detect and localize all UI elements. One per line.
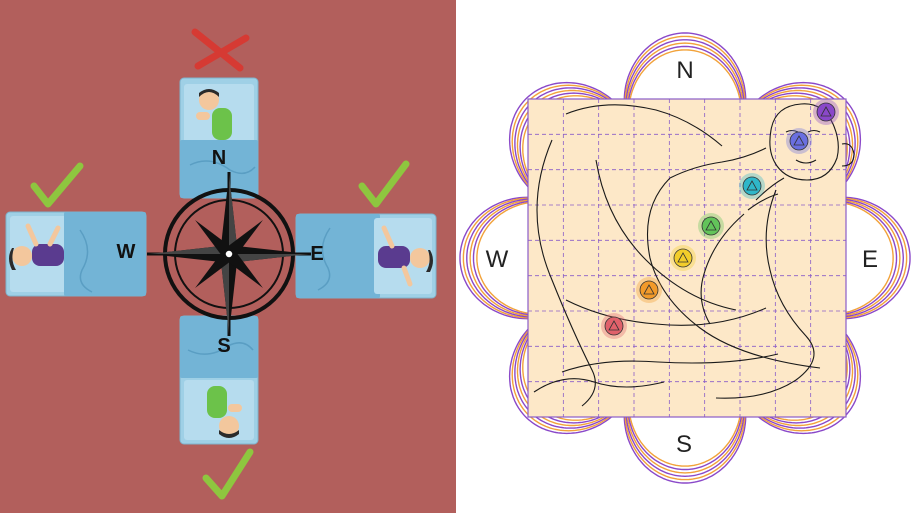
sleep-direction-panel: N S <box>0 0 456 513</box>
compass-rose-icon <box>147 172 311 336</box>
lotus-petal-outline <box>459 32 911 484</box>
mandala-south-label: S <box>676 431 692 458</box>
seated-figure-outline <box>533 103 855 407</box>
sleeping-person-icon <box>196 89 232 140</box>
vastu-mandala-panel: N S E W <box>456 0 912 513</box>
petal-ring <box>462 35 908 481</box>
check-icon <box>358 160 410 208</box>
bed-south: S <box>179 315 259 445</box>
chakra-throat-icon <box>739 173 765 199</box>
mandala-east-label: E <box>862 246 878 273</box>
cross-icon <box>191 28 250 72</box>
sleeping-person-icon <box>378 225 433 287</box>
chakra-sacral-icon <box>636 277 662 303</box>
bed-east-label: E <box>310 243 323 265</box>
vastu-grid-lines <box>528 99 846 417</box>
chakra-solar-plexus-icon <box>670 245 696 271</box>
bed-south-label: S <box>217 335 230 357</box>
bed-west-label: W <box>117 241 136 263</box>
sleeping-person-icon <box>207 386 242 438</box>
bed-north: N <box>179 77 259 199</box>
bed-west: W <box>5 211 147 297</box>
check-icon <box>30 162 84 208</box>
petal-ring <box>472 45 898 471</box>
bed-east: E <box>295 213 437 299</box>
chakra-root-icon <box>601 313 627 339</box>
chakra-heart-icon <box>698 213 724 239</box>
petal-ring <box>459 32 911 484</box>
chakra-crown-icon <box>813 99 839 125</box>
check-icon <box>202 448 254 500</box>
sleep-direction-diagram: N S <box>5 28 437 500</box>
chakra-points <box>601 99 839 339</box>
petal-ring <box>469 42 901 474</box>
chakra-third-eye-icon <box>786 128 812 154</box>
sleeping-person-icon <box>9 223 64 270</box>
vastu-mandala: N S E W <box>459 32 911 484</box>
mandala-north-label: N <box>676 57 693 84</box>
bed-north-label: N <box>212 147 226 169</box>
mandala-west-label: W <box>486 246 509 273</box>
